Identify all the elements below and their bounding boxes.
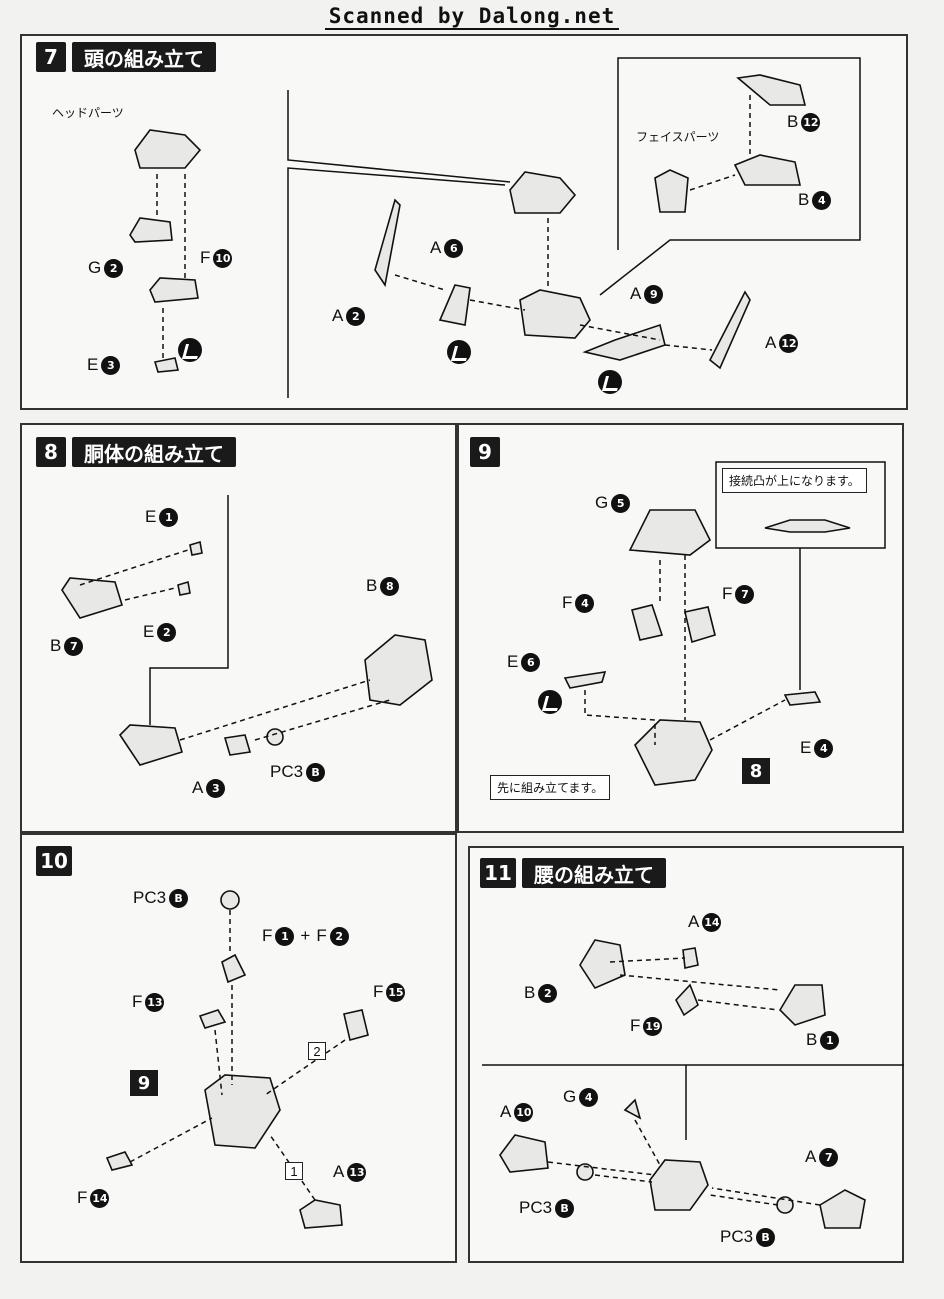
trim-gate-icon [598,370,622,394]
step-8-panel [20,423,457,833]
order-mark-1: 1 [285,1162,303,1180]
trim-gate-icon [447,340,471,364]
assemble-first-note: 先に組み立てます。 [490,775,611,800]
subassembly-ref-8: 8 [742,758,770,784]
step-11-header: 11 腰の組み立て [480,858,666,888]
step-title: 胴体の組み立て [72,437,236,467]
step-number: 9 [470,437,500,467]
head-parts-label: ヘッドパーツ [52,106,124,120]
subassembly-ref-9: 9 [130,1070,158,1096]
face-parts-label: フェイスパーツ [636,130,720,144]
step-9-header: 9 [470,437,500,467]
step-number: 7 [36,42,66,72]
step-title: 頭の組み立て [72,42,216,72]
trim-gate-icon [178,338,202,362]
step-number: 11 [480,858,516,888]
order-mark-2: 2 [308,1042,326,1060]
scanner-watermark: Scanned by Dalong.net [0,4,944,30]
step-8-header: 8 胴体の組み立て [36,437,236,467]
step-number: 8 [36,437,66,467]
step-10-header: 10 [36,846,72,876]
step-7-header: 7 頭の組み立て [36,42,216,72]
connector-up-note: 接続凸が上になります。 [722,468,867,493]
step-number: 10 [36,846,72,876]
trim-gate-icon [538,690,562,714]
step-title: 腰の組み立て [522,858,666,888]
